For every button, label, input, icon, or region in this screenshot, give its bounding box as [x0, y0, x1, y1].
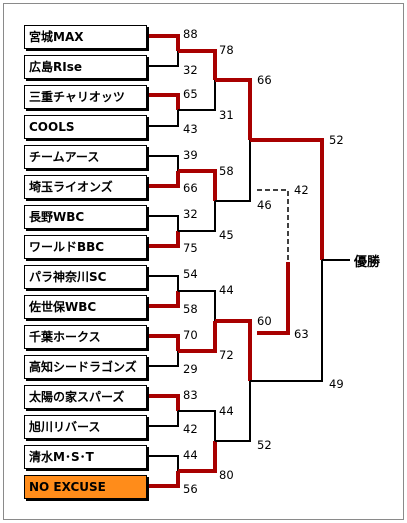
- r2-win-1: [178, 49, 217, 80]
- r1-line-5: [148, 275, 179, 307]
- team-name: 佐世保WBC: [29, 300, 97, 314]
- team-name: 長野WBC: [29, 210, 85, 224]
- r3-win-1: [215, 78, 252, 140]
- team-name: ワールドBBC: [29, 240, 105, 254]
- r2-win-2: [178, 169, 217, 201]
- score-r1: 43: [183, 122, 198, 136]
- score-r2: 44: [219, 404, 234, 418]
- team-box: 広島RIse: [24, 55, 147, 79]
- team-name: NO EXCUSE: [29, 480, 106, 494]
- score-final: 49: [329, 377, 344, 391]
- team-box: 高知シードラゴンズ: [24, 355, 147, 379]
- team-box: チームアース: [24, 145, 147, 169]
- r3-win-2: [215, 319, 252, 381]
- team-box: 旭川リバース: [24, 415, 147, 439]
- score-r2: 78: [219, 43, 234, 57]
- team-box: 宮城MAX: [24, 25, 147, 49]
- team-box: 千葉ホークス: [24, 325, 147, 349]
- team-name: 宮城MAX: [29, 30, 84, 44]
- score-r1: 56: [183, 482, 198, 496]
- team-name: 太陽の家スパーズ: [29, 390, 125, 404]
- score-r1: 83: [183, 388, 198, 402]
- r1-line-4: [148, 215, 179, 247]
- score-r1: 32: [183, 63, 198, 77]
- score-r3: 42: [294, 183, 309, 197]
- team-name: チームアース: [29, 150, 100, 164]
- r1-win-5: [148, 291, 180, 308]
- r2-win-4: [178, 441, 217, 473]
- team-box: ワールドBBC: [24, 235, 147, 259]
- score-r1: 75: [183, 241, 198, 255]
- score-r3: 63: [294, 327, 309, 341]
- r1-line-8: [148, 455, 179, 487]
- r1-win-2: [148, 93, 180, 110]
- team-box: 長野WBC: [24, 205, 147, 229]
- score-r2: 46: [257, 198, 272, 212]
- team-name: 千葉ホークス: [29, 330, 101, 344]
- r1-win-1: [148, 34, 180, 51]
- score-final: 52: [329, 133, 344, 147]
- score-r2: 58: [219, 164, 234, 178]
- team-box: 三重チャリオッツ: [24, 85, 147, 109]
- r2-win-3: [178, 321, 217, 353]
- score-r2: 72: [219, 348, 234, 362]
- r1-win-3: [148, 171, 180, 188]
- team-name: 高知シードラゴンズ: [29, 360, 137, 374]
- team-name: 広島RIse: [29, 60, 82, 74]
- score-r1: 32: [183, 207, 198, 221]
- r2-line-4: [178, 410, 216, 472]
- score-r1: 42: [183, 422, 198, 436]
- team-name: 三重チャリオッツ: [29, 90, 125, 104]
- team-box: 埼玉ライオンズ: [24, 175, 147, 199]
- team-name: 旭川リバース: [29, 420, 101, 434]
- r1-win-4: [148, 231, 180, 248]
- sf-line: [250, 139, 323, 382]
- team-box: 佐世保WBC: [24, 295, 147, 319]
- score-r1: 29: [183, 362, 198, 376]
- score-r1: 39: [183, 148, 198, 162]
- score-r1: 58: [183, 302, 198, 316]
- score-r1: 54: [183, 267, 198, 281]
- score-r2: 44: [219, 283, 234, 297]
- team-box: 太陽の家スパーズ: [24, 385, 147, 409]
- r3-line-1: [215, 79, 251, 202]
- team-name: COOLS: [29, 120, 75, 134]
- side-red-line: [257, 262, 290, 335]
- r1-line-3: [148, 155, 179, 187]
- score-r1: 70: [183, 328, 198, 342]
- score-r2: 52: [257, 438, 272, 452]
- team-box: パラ神奈川SC: [24, 265, 147, 289]
- score-r2: 31: [219, 108, 234, 122]
- r1-win-8: [148, 471, 180, 488]
- r1-line-7: [148, 395, 179, 427]
- r1-line-2: [148, 94, 179, 127]
- r2-line-1: [178, 50, 216, 111]
- r1-line-1: [148, 35, 179, 67]
- team-box-highlighted: NO EXCUSE: [24, 475, 147, 499]
- score-r1: 44: [183, 448, 198, 462]
- champion-label: 優勝: [354, 255, 381, 270]
- score-r3: 66: [257, 73, 272, 87]
- score-r1: 65: [183, 87, 198, 101]
- team-box: 清水M･S･T: [24, 445, 147, 469]
- team-name: 埼玉ライオンズ: [29, 180, 113, 194]
- score-r3: 60: [257, 314, 272, 328]
- sf-win: [250, 138, 324, 260]
- team-box: COOLS: [24, 115, 147, 139]
- r2-line-3: [178, 290, 216, 352]
- r1-win-7: [148, 394, 180, 411]
- score-r1: 88: [183, 27, 198, 41]
- team-name: 清水M･S･T: [29, 450, 94, 464]
- score-r1: 80: [219, 468, 234, 482]
- score-r2: 45: [219, 228, 234, 242]
- r3-line-2: [215, 320, 251, 442]
- score-r1: 66: [183, 181, 198, 195]
- r2-line-2: [178, 170, 216, 232]
- team-name: パラ神奈川SC: [29, 270, 107, 284]
- r1-win-6: [148, 334, 180, 351]
- r1-line-6: [148, 335, 179, 367]
